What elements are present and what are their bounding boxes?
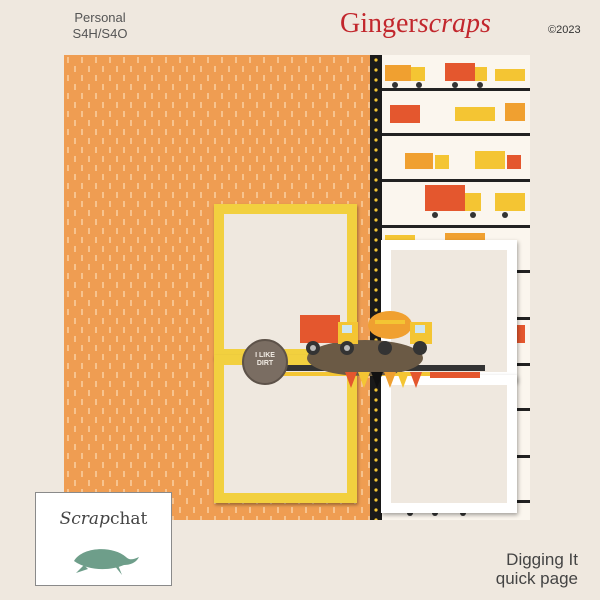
license-line-2: S4H/S4O	[72, 26, 128, 41]
turtle-icon	[74, 549, 139, 575]
brand-part-2: scraps	[417, 8, 491, 39]
photo-frame-bottom-white	[381, 375, 517, 513]
cement-mixer-icon	[368, 311, 432, 355]
badge-text: I LIKE DIRT	[255, 352, 275, 367]
photo-frame-bottom-yellow	[214, 355, 357, 503]
brand-part-1: Ginger	[340, 8, 418, 39]
license-label: Personal S4H/S4O	[60, 10, 140, 42]
truck-row-3	[405, 151, 521, 169]
truck-row-4	[425, 185, 525, 211]
title-line-2: quick page	[495, 569, 578, 588]
i-like-dirt-badge	[242, 339, 288, 385]
truck-row-1	[385, 63, 525, 81]
pennant-banner	[345, 372, 422, 388]
embellishment-cluster	[242, 311, 485, 388]
photo-slot	[224, 365, 347, 493]
scrapchat-logo-text: Scrapchat	[46, 509, 161, 529]
logo-brand-part-1: Scrap	[59, 509, 110, 529]
copyright-text: ©2023	[548, 24, 581, 36]
photo-slot	[391, 385, 507, 503]
dump-truck-icon	[300, 315, 358, 355]
scrapchat-logo: Scrapchat	[35, 492, 172, 586]
dotted-ribbon	[370, 55, 382, 520]
truck-row-2	[390, 103, 525, 123]
license-line-1: Personal	[74, 10, 126, 25]
gingerscraps-logo: Gingerscraps	[340, 8, 491, 40]
page-title: Digging It quick page	[496, 550, 578, 588]
dirt-pile	[307, 340, 423, 376]
logo-brand-part-2: chat	[109, 509, 148, 529]
title-line-1: Digging It	[506, 550, 578, 569]
